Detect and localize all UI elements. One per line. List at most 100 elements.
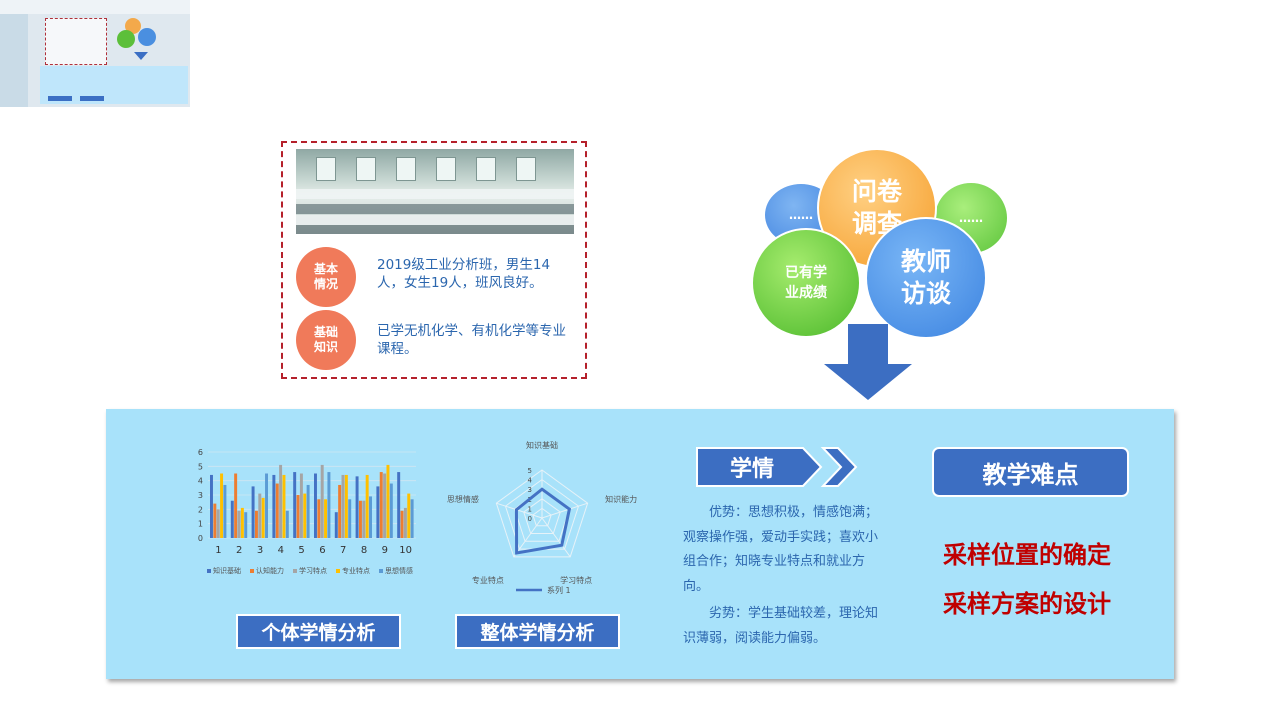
bar <box>265 473 268 538</box>
slide-thumbnail[interactable] <box>0 0 190 107</box>
basic-knowledge-text: 已学无机化学、有机化学等专业课程。 <box>377 323 566 357</box>
bar <box>299 473 303 538</box>
thumbnail-arrow <box>134 52 148 60</box>
radar-axis-label: 知识能力 <box>605 494 637 504</box>
bar <box>314 473 317 538</box>
y-tick-label: 2 <box>198 505 203 514</box>
bar <box>303 493 307 538</box>
radar-axis-line <box>541 502 588 519</box>
bar <box>210 474 213 538</box>
difficulty-item-1: 采样位置的确定 <box>943 541 1111 569</box>
bar <box>216 509 220 538</box>
xueqing-arrow-shape <box>696 447 858 487</box>
radar-grid-ring <box>495 469 589 558</box>
legend-swatch <box>207 569 211 573</box>
thumbnail-card <box>45 18 107 65</box>
bar <box>376 486 380 538</box>
radar-axis-label: 学习特点 <box>560 575 592 585</box>
bar <box>285 510 289 538</box>
bar <box>223 484 227 538</box>
x-tick-label: 6 <box>319 545 325 556</box>
bar <box>317 499 321 538</box>
bar <box>240 507 244 538</box>
teaching-difficulty-button[interactable]: 教学难点 <box>932 447 1129 497</box>
bar <box>410 499 414 538</box>
legend-label: 学习特点 <box>299 566 327 575</box>
bar <box>358 500 362 538</box>
photo-window <box>516 157 536 181</box>
bar <box>282 474 286 538</box>
bar <box>327 472 331 538</box>
thumbnail-sidebar <box>0 14 28 107</box>
interview-bubble: 教师 访谈 <box>865 217 987 339</box>
bar <box>237 510 241 538</box>
bar <box>344 474 348 538</box>
photo-desk-row <box>296 215 574 225</box>
bar <box>379 472 383 538</box>
y-tick-label: 6 <box>198 448 203 457</box>
legend-swatch <box>336 569 340 573</box>
bar <box>220 473 224 538</box>
photo-student-row <box>296 225 574 234</box>
grades-bubble: 已有学 业成绩 <box>751 228 861 338</box>
radar-tick-label: 3 <box>528 486 532 494</box>
bar <box>334 512 338 538</box>
radar-axis-label: 思想情感 <box>447 494 479 504</box>
thumbnail-header <box>0 0 190 14</box>
photo-window <box>476 157 496 181</box>
legend-swatch <box>293 569 297 573</box>
basic-knowledge-tag: 基础 知识 <box>296 310 356 370</box>
basic-info-text: 2019级工业分析班，男生14人，女生19人，班风良好。 <box>377 257 551 291</box>
x-tick-label: 7 <box>340 545 346 556</box>
thumbnail-button <box>80 96 104 101</box>
bar <box>386 464 390 538</box>
photo-window <box>396 157 416 181</box>
x-tick-label: 4 <box>278 545 284 556</box>
radar-axis-label: 专业特点 <box>472 575 504 585</box>
legend-label: 知识基础 <box>213 566 241 575</box>
photo-student-row <box>296 204 574 214</box>
bar <box>251 486 255 538</box>
photo-window <box>436 157 456 181</box>
bar <box>324 499 328 538</box>
x-tick-label: 10 <box>399 545 412 556</box>
legend-label: 认知能力 <box>256 566 284 575</box>
difficulty-item-2: 采样方案的设计 <box>943 590 1111 618</box>
photo-desk-row <box>296 189 574 199</box>
y-tick-label: 5 <box>198 462 203 471</box>
bar <box>389 483 393 538</box>
basic-info-tag: 基本 情况 <box>296 247 356 307</box>
radar-tick-label: 1 <box>528 505 532 513</box>
radar-series-line <box>514 487 572 555</box>
radar-tick-label: 4 <box>528 477 533 485</box>
bar <box>244 512 248 538</box>
bar <box>355 476 359 538</box>
bar <box>397 472 401 538</box>
radar-grid-ring <box>523 498 561 535</box>
x-tick-label: 5 <box>298 545 304 556</box>
bar <box>369 496 372 538</box>
bar <box>365 474 369 538</box>
legend-swatch <box>379 569 383 573</box>
x-tick-label: 8 <box>361 545 367 556</box>
xueqing-label[interactable]: 学情 <box>729 457 774 482</box>
overall-analysis-button[interactable]: 整体学情分析 <box>455 614 620 649</box>
radar-legend-label: 系列 1 <box>547 585 571 595</box>
x-tick-label: 2 <box>236 545 242 556</box>
bar <box>230 500 234 538</box>
bar <box>296 495 300 538</box>
y-tick-label: 3 <box>198 491 203 500</box>
bar <box>258 493 262 538</box>
x-tick-label: 9 <box>382 545 388 556</box>
bar <box>234 473 238 538</box>
bar <box>272 474 276 538</box>
classroom-photo <box>296 149 574 234</box>
individual-analysis-button[interactable]: 个体学情分析 <box>236 614 401 649</box>
bar <box>293 472 297 538</box>
bar <box>320 464 324 538</box>
bar <box>400 510 404 538</box>
thumbnail-bubble <box>138 28 156 46</box>
radar-axis-line <box>513 517 543 558</box>
